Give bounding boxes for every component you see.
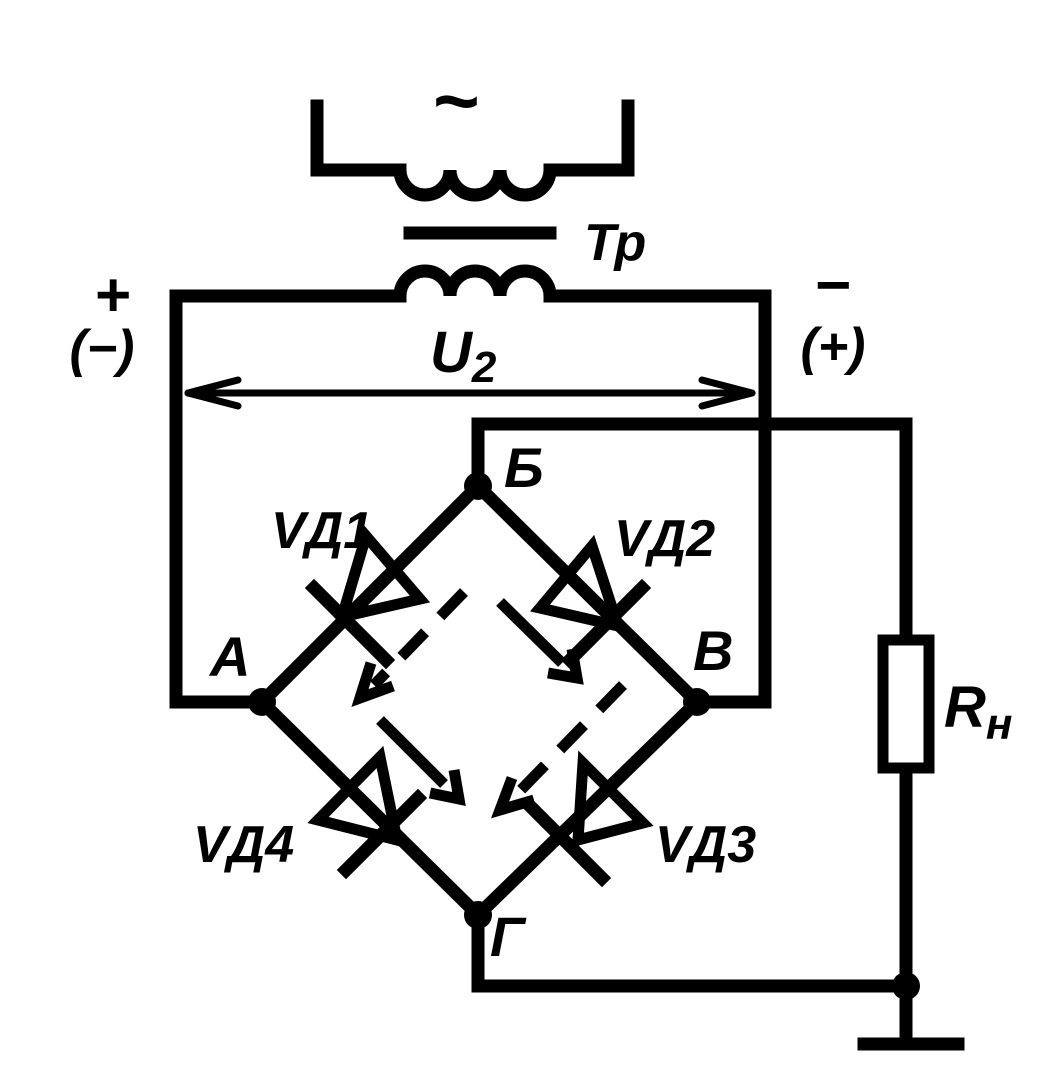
polarity-right-bottom: (+) bbox=[801, 318, 866, 376]
load-subscript: н bbox=[986, 700, 1013, 749]
primary-winding bbox=[310, 99, 635, 202]
voltage-subscript: 2 bbox=[471, 343, 497, 392]
diode-vd1 bbox=[304, 524, 431, 670]
voltage-arrow bbox=[184, 376, 756, 410]
transformer-label: Тр bbox=[584, 214, 646, 272]
node-dot-b bbox=[464, 472, 492, 500]
node-label-v: В bbox=[693, 619, 733, 682]
polarity-left-bottom: (−) bbox=[70, 320, 135, 378]
current-arrow-solid-right bbox=[496, 598, 584, 685]
node-label-b: Б bbox=[504, 436, 544, 499]
secondary-winding bbox=[169, 264, 772, 709]
diode-vd3 bbox=[520, 750, 654, 888]
bridge bbox=[252, 476, 707, 925]
node-dot-ground bbox=[892, 972, 920, 1000]
voltage-symbol: U bbox=[430, 320, 474, 385]
diode-label-vd2: VД2 bbox=[614, 510, 715, 568]
polarity-right-top: − bbox=[814, 251, 850, 320]
load-resistor bbox=[877, 634, 935, 774]
diode-label-vd4: VД4 bbox=[193, 816, 294, 874]
node-label-a: А bbox=[208, 625, 250, 688]
current-arrow-solid-left bbox=[376, 716, 466, 807]
diode-label-vd1: VД1 bbox=[271, 502, 372, 560]
load-label: Rн bbox=[944, 675, 1012, 749]
diode-vd4 bbox=[307, 745, 428, 880]
diode-label-vd3: VД3 bbox=[655, 816, 756, 874]
current-arrow-dashed-left bbox=[351, 588, 468, 707]
ac-symbol: ~ bbox=[432, 56, 479, 145]
output-wire-top bbox=[471, 417, 913, 647]
polarity-left-top: + bbox=[94, 261, 130, 330]
output-wire-bottom bbox=[471, 908, 913, 993]
voltage-label: U2 bbox=[430, 320, 497, 392]
current-arrow-dashed-right bbox=[490, 681, 627, 819]
node-dot-v bbox=[683, 688, 711, 716]
node-dot-g bbox=[464, 901, 492, 929]
diode-vd2 bbox=[530, 534, 652, 670]
load-symbol: R bbox=[944, 675, 986, 740]
node-label-g: Г bbox=[490, 905, 527, 968]
node-dot-a bbox=[248, 688, 276, 716]
